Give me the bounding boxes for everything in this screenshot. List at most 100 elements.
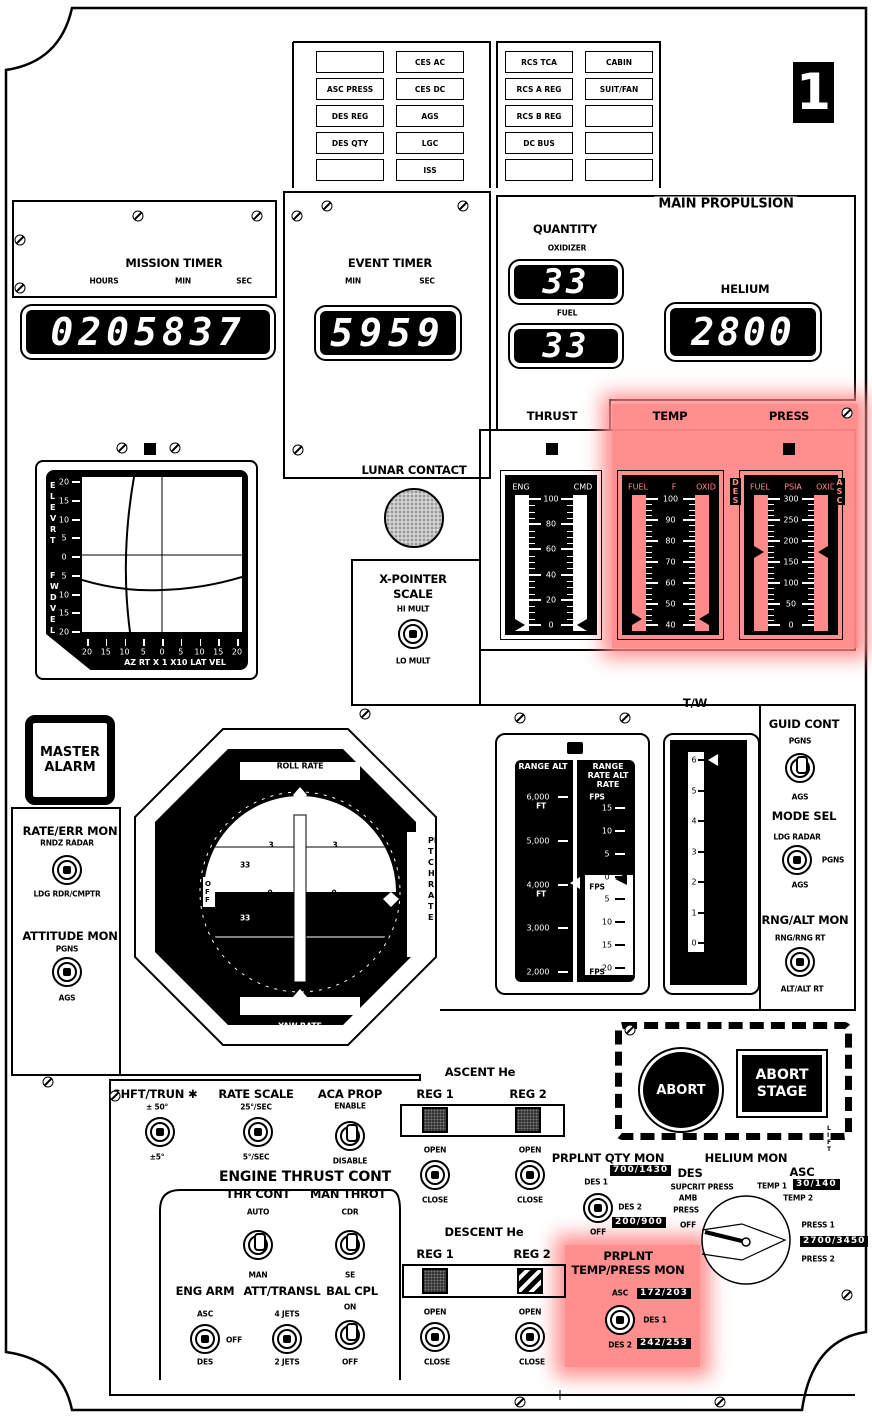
pitch-rate-tape: [407, 832, 425, 957]
man-throt-switch[interactable]: [335, 1230, 365, 1260]
ft-label: FT: [536, 801, 546, 811]
press-psia-label: PSIA: [784, 482, 802, 492]
open-label: OPEN: [518, 1145, 542, 1155]
minor-tick: [646, 588, 652, 590]
minor-tick: [689, 567, 695, 569]
rng-alt-mon-switch[interactable]: [785, 947, 815, 977]
temp1-label: TEMP 1: [757, 1181, 787, 1191]
right-strip: [695, 495, 709, 631]
xpointer-y-tick: [72, 574, 80, 577]
tick-mark: [768, 624, 780, 626]
xpointer-y-tick: [72, 518, 80, 521]
tick-mark: [529, 498, 541, 500]
lunar-contact-light: [384, 488, 444, 548]
caution-light: CES AC: [396, 51, 464, 73]
minor-tick: [567, 562, 573, 563]
tick-label: 40: [665, 620, 676, 630]
minor-tick: [646, 619, 652, 621]
prplnt-qty-mon-switch[interactable]: [583, 1193, 613, 1223]
ascent-reg2-switch[interactable]: [515, 1160, 545, 1190]
tw-tick: [698, 850, 706, 853]
qty-des2-label: DES 2: [618, 1202, 642, 1212]
event-timer-display: 5959: [314, 305, 462, 361]
xpointer-scale-switch[interactable]: [398, 619, 428, 649]
range-alt-tick: [558, 971, 568, 973]
shft-trun-switch[interactable]: [145, 1117, 175, 1147]
tick-label: 150: [783, 557, 799, 567]
attitude-mon-switch[interactable]: [52, 957, 82, 987]
eng-arm-switch[interactable]: [190, 1324, 220, 1354]
tick-label: 200: [783, 536, 799, 546]
abort-stage-button[interactable]: ABORT STAGE: [736, 1049, 828, 1118]
range-tape-knob[interactable]: [567, 742, 583, 754]
right-pointer: [818, 545, 828, 558]
close-label: CLOSE: [519, 1357, 545, 1367]
left-strip: [754, 495, 768, 631]
tick-label: 250: [783, 515, 799, 525]
abort-button[interactable]: ABORT: [638, 1047, 724, 1133]
minor-tick: [808, 588, 814, 590]
oxidizer-quantity-display: 33: [508, 259, 624, 305]
ascent-reg1-switch[interactable]: [420, 1160, 450, 1190]
minor-tick: [529, 543, 535, 545]
attitude-pgns-label: PGNS: [55, 944, 79, 954]
tick-label: 20: [545, 595, 557, 605]
guid-cont-switch[interactable]: [785, 753, 815, 783]
xpointer-y-tick-label: 10: [58, 515, 70, 524]
right-pointer: [699, 612, 709, 625]
range-rate-tick-label: 0: [604, 872, 610, 882]
helium-label: HELIUM: [720, 282, 770, 296]
range-alt-tick: [558, 927, 568, 930]
minor-tick: [768, 514, 774, 516]
range-rate-tick-label: 10: [601, 826, 613, 836]
att-transl-switch[interactable]: [272, 1324, 302, 1354]
rate-scale-switch[interactable]: [243, 1117, 273, 1147]
panel-number: 1: [793, 62, 834, 123]
master-alarm-button[interactable]: MASTER ALARM: [25, 715, 115, 805]
tw-title: T/W: [682, 696, 708, 710]
minor-tick: [768, 525, 774, 527]
minor-tick: [689, 598, 695, 600]
rate-scale-up-label: 25°/SEC: [240, 1102, 272, 1112]
tick-mark: [646, 540, 658, 542]
helium-mon-rotary-knob[interactable]: [700, 1194, 792, 1286]
left-strip: [632, 495, 646, 631]
alt-alt-rt-label: ALT/ALT RT: [780, 984, 824, 994]
rndz-radar-label: RNDZ RADAR: [40, 838, 94, 848]
prplnt-temp-press-switch[interactable]: [605, 1305, 635, 1335]
tw-tick-label: 5: [691, 786, 697, 795]
prplnt-temp-title2: TEMP/PRESS MON: [571, 1263, 685, 1277]
descent-he-flag-panel: [402, 1264, 566, 1298]
xpointer-x-tick: [162, 639, 164, 646]
range-alt-title: RANGE ALT: [518, 762, 568, 771]
aca-prop-switch[interactable]: [335, 1121, 365, 1151]
mode-pgns-label: PGNS: [821, 855, 845, 865]
minor-tick: [646, 577, 652, 579]
minor-tick: [768, 577, 774, 579]
thr-cont-switch[interactable]: [243, 1230, 273, 1260]
descent-reg1-switch[interactable]: [420, 1322, 450, 1352]
fdai-zero-right: 0: [331, 888, 337, 898]
minor-tick: [529, 549, 535, 551]
mode-sel-switch[interactable]: [782, 845, 812, 875]
bal-cpl-switch[interactable]: [335, 1320, 365, 1350]
eng-arm-up-label: ASC: [196, 1309, 214, 1319]
caution-light: DES QTY: [316, 132, 384, 154]
minor-tick: [808, 562, 814, 563]
minor-tick: [529, 555, 535, 557]
helium-press-value: 2700/3450: [800, 1236, 869, 1247]
minor-tick: [768, 614, 774, 616]
guid-cont-title: GUID CONT: [768, 717, 840, 731]
caution-light: CABIN: [585, 51, 653, 73]
press-label: PRESS: [673, 1205, 699, 1215]
rate-err-mon-switch[interactable]: [52, 855, 82, 885]
open-label: OPEN: [423, 1145, 447, 1155]
prplnt-qty-mon-title: PRPLNT QTY MON: [551, 1151, 665, 1165]
lunar-contact-label: LUNAR CONTACT: [361, 463, 467, 477]
tick-mark: [646, 603, 658, 605]
tick-mark: [683, 624, 695, 626]
descent-reg2-switch[interactable]: [515, 1322, 545, 1352]
minor-tick: [529, 587, 535, 589]
minor-tick: [808, 509, 814, 511]
caution-light: RCS B REG: [505, 105, 573, 127]
